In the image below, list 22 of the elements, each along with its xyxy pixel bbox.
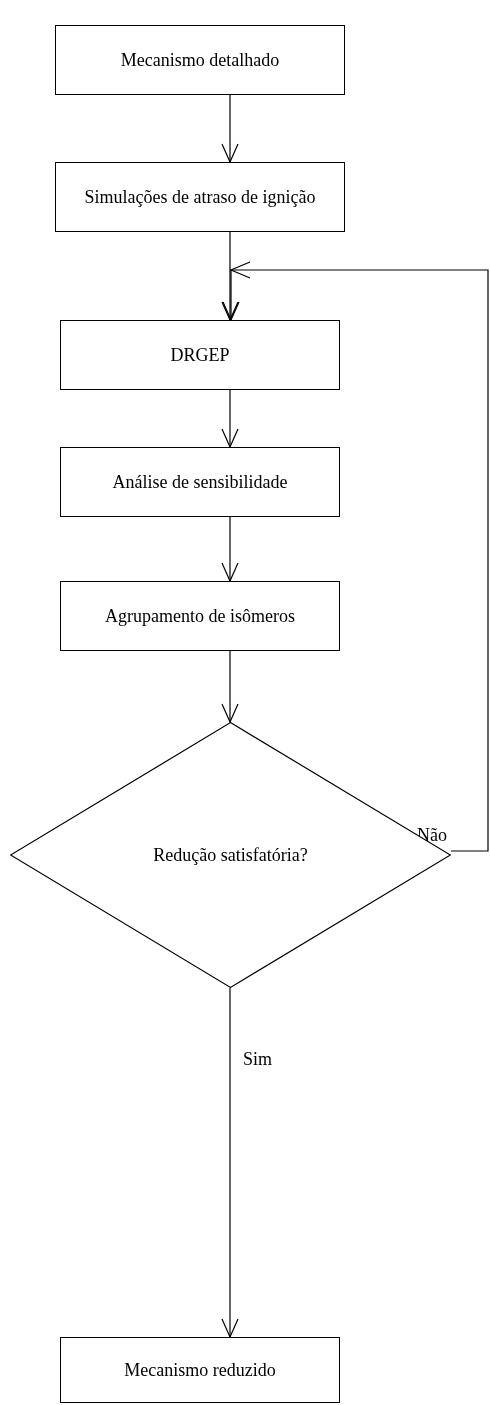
node-label: Simulações de atraso de ignição (83, 185, 317, 209)
process-box (55, 162, 345, 232)
arrow (221, 389, 239, 448)
node-label: Mecanismo reduzido (123, 1358, 277, 1382)
node-label: DRGEP (169, 343, 231, 367)
process-box (60, 581, 340, 651)
node-label: Mecanismo detalhado (119, 48, 281, 72)
arrow (221, 94, 239, 163)
node-label: Redução satisfatória? (152, 843, 309, 867)
arrow (221, 231, 239, 321)
node-label: Análise de sensibilidade (111, 470, 289, 494)
node-label: Agrupamento de isômeros (104, 604, 296, 628)
process-box (55, 25, 345, 95)
arrow (221, 516, 239, 582)
arrow (221, 987, 239, 1338)
process-box (60, 447, 340, 517)
decision-diamond (10, 722, 451, 988)
process-box (60, 1337, 340, 1403)
edge-label: Sim (242, 1050, 273, 1068)
arrow (221, 650, 239, 723)
process-box (60, 320, 340, 390)
arrow (222, 261, 489, 852)
